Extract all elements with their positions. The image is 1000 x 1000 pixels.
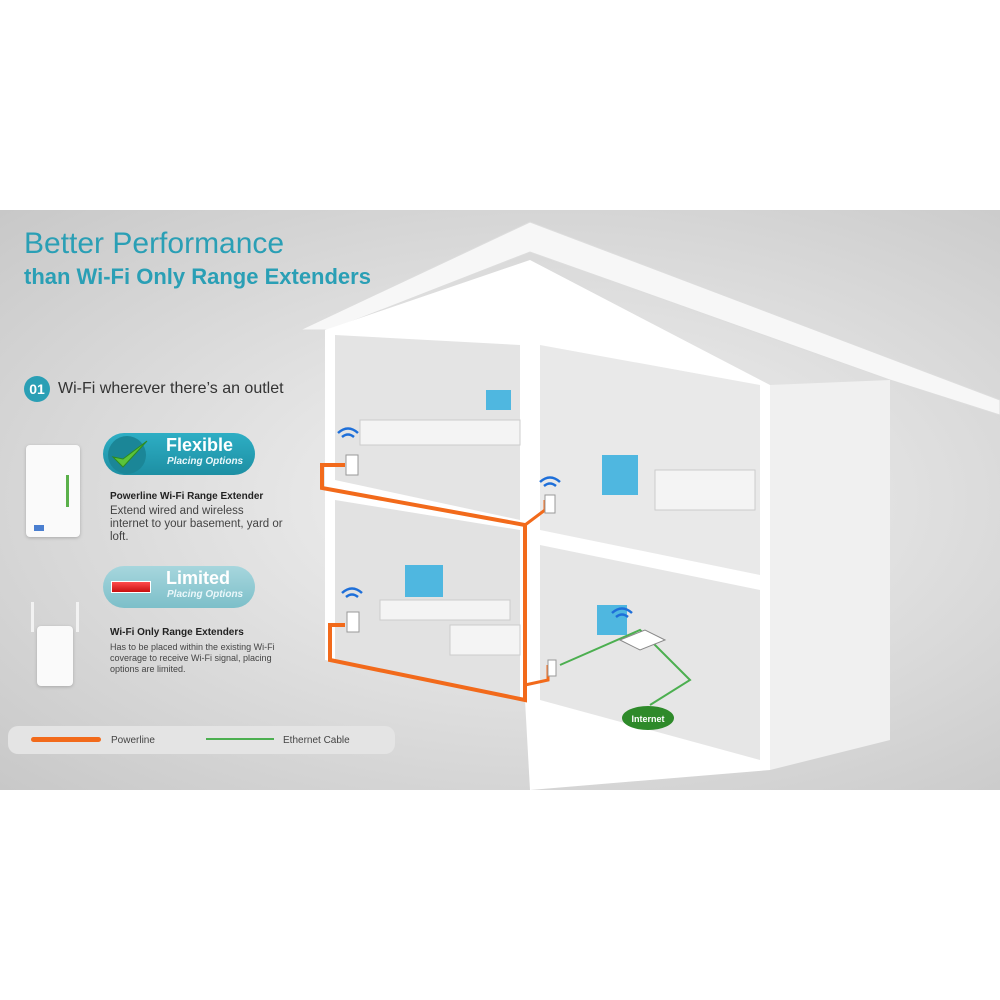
bed (654, 469, 756, 511)
monitor (486, 390, 511, 410)
powerline-cable (320, 463, 527, 703)
powerline-adapter (346, 611, 360, 633)
title-line1: Better Performance (24, 227, 285, 260)
tv (405, 565, 443, 597)
wifi-extender-image (31, 602, 79, 686)
lower-right-room (540, 545, 760, 760)
upper-right-room (540, 345, 760, 575)
legend: Powerline Ethernet Cable (8, 726, 395, 754)
tv-stand (379, 599, 511, 621)
ethernet-cable (559, 628, 692, 706)
flexible-title: Flexible (166, 435, 234, 455)
limited-description: Has to be placed within the existing Wi-… (110, 642, 275, 674)
powerline-adapter (547, 659, 557, 677)
wifi-badge (34, 525, 44, 531)
section-label: Wi-Fi wherever there’s an outlet (58, 380, 284, 397)
flexible-badge: Flexible Placing Options (103, 433, 255, 475)
powerline-adapter (544, 494, 556, 514)
internet-cloud (622, 706, 674, 730)
sofa (449, 624, 521, 656)
led-indicators (65, 475, 69, 507)
wifi-icon (337, 427, 633, 619)
side-wall (770, 380, 890, 770)
title-line2: than Wi-Fi Only Range Extenders (24, 264, 371, 289)
red-bar-icon (111, 581, 151, 593)
internet-label: Internet (631, 714, 664, 724)
desk (359, 419, 521, 446)
powerline-swatch (31, 737, 101, 742)
powerline-extender-image (26, 445, 80, 537)
flexible-heading: Powerline Wi-Fi Range Extender (110, 491, 264, 502)
powerline-adapter (345, 454, 359, 476)
limited-heading: Wi-Fi Only Range Extenders (110, 627, 244, 638)
flexible-description: Extend wired and wireless internet to yo… (110, 505, 283, 543)
ethernet-swatch (206, 738, 274, 740)
legend-ethernet: Ethernet Cable (283, 735, 350, 746)
checkmark-icon (108, 436, 148, 474)
flexible-subtitle: Placing Options (167, 456, 244, 467)
limited-badge: Limited Placing Options (103, 566, 255, 608)
limited-subtitle: Placing Options (167, 589, 244, 600)
tv (597, 605, 627, 635)
legend-powerline: Powerline (111, 735, 155, 746)
antenna (76, 602, 79, 632)
router (618, 629, 667, 651)
tv (602, 455, 638, 495)
section-number: 01 (24, 376, 50, 402)
antenna (31, 602, 34, 632)
limited-title: Limited (166, 568, 231, 588)
